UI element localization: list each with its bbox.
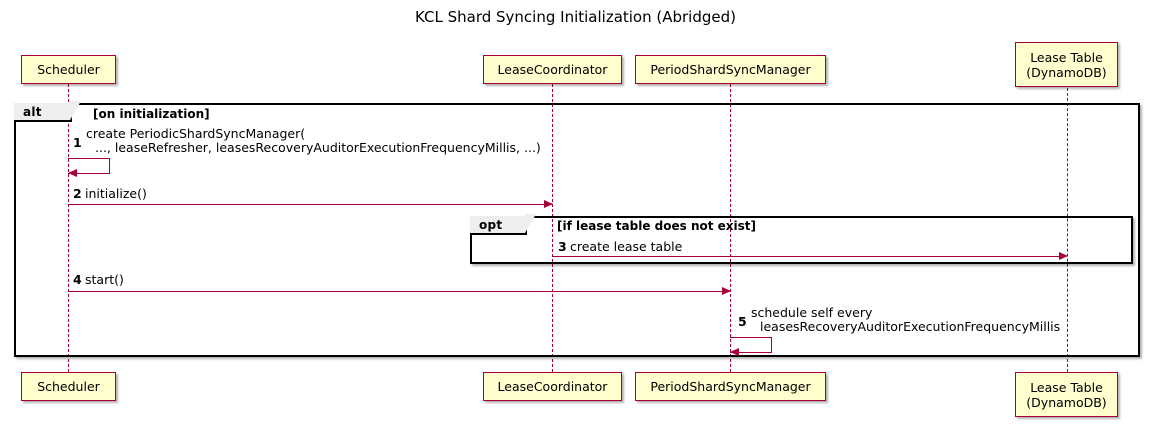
message-1-text-line2: ..., leaseRefresher, leasesRecoveryAudit… [95, 140, 541, 155]
message-5-self-loop [730, 337, 772, 353]
participant-periodshardsyncmanager-bottom[interactable]: PeriodShardSyncManager [635, 372, 826, 401]
opt-frame [470, 216, 1133, 264]
message-2-line [68, 204, 552, 205]
message-2-number: 2 [73, 186, 82, 201]
participant-leasetable-top[interactable]: Lease Table (DynamoDB) [1015, 42, 1118, 87]
participant-leasetable-bottom[interactable]: Lease Table (DynamoDB) [1015, 372, 1118, 417]
lifeline-leasetable [1067, 88, 1068, 372]
lifeline-scheduler [68, 84, 69, 372]
message-3-text: create lease table [570, 239, 683, 254]
lifeline-periodshardsyncmanager [730, 84, 731, 372]
alt-frame-kind-label: alt [23, 104, 42, 119]
message-4-line [68, 291, 730, 292]
participant-scheduler-top[interactable]: Scheduler [21, 55, 116, 84]
participant-label: PeriodShardSyncManager [650, 62, 811, 77]
opt-frame-condition: [if lease table does not exist] [557, 219, 757, 233]
alt-frame [14, 103, 1140, 357]
message-1-number: 1 [73, 135, 82, 150]
message-2-text: initialize() [85, 186, 147, 201]
opt-frame-kind-label: opt [479, 217, 503, 232]
participant-periodshardsyncmanager-top[interactable]: PeriodShardSyncManager [635, 55, 826, 84]
participant-leasecoordinator-bottom[interactable]: LeaseCoordinator [483, 372, 622, 401]
participant-label: Scheduler [37, 379, 100, 394]
opt-frame-tab: opt [470, 214, 536, 235]
message-4-text: start() [85, 272, 124, 287]
message-3-number: 3 [558, 239, 567, 254]
participant-label-line2: (DynamoDB) [1026, 394, 1107, 410]
message-3-line [552, 256, 1059, 257]
participant-label: LeaseCoordinator [497, 62, 608, 77]
message-5-arrowhead [730, 348, 739, 356]
message-2-arrowhead [544, 199, 553, 208]
message-4-arrowhead [722, 286, 731, 295]
participant-scheduler-bottom[interactable]: Scheduler [21, 372, 116, 401]
participant-leasecoordinator-top[interactable]: LeaseCoordinator [483, 55, 622, 84]
page-title: KCL Shard Syncing Initialization (Abridg… [415, 8, 736, 26]
alt-frame-tab: alt [14, 101, 81, 122]
participant-label: Scheduler [37, 62, 100, 77]
message-5-text-line2: leasesRecoveryAuditorExecutionFrequencyM… [760, 319, 1061, 334]
message-5-number: 5 [738, 314, 747, 329]
lifeline-leasecoordinator [552, 84, 553, 372]
message-1-text-line1: create PeriodicShardSyncManager( [86, 126, 306, 141]
participant-label: PeriodShardSyncManager [650, 379, 811, 394]
alt-frame-condition: [on initialization] [93, 107, 210, 121]
message-1-arrowhead [68, 169, 77, 177]
participant-label-line1: Lease Table [1030, 379, 1103, 395]
message-1-self-loop [68, 158, 110, 174]
message-5-text-line1: schedule self every [751, 305, 873, 320]
message-3-arrowhead [1059, 251, 1068, 260]
participant-label-line1: Lease Table [1030, 49, 1103, 65]
participant-label: LeaseCoordinator [497, 379, 608, 394]
message-4-number: 4 [73, 272, 82, 287]
participant-label-line2: (DynamoDB) [1026, 64, 1107, 80]
